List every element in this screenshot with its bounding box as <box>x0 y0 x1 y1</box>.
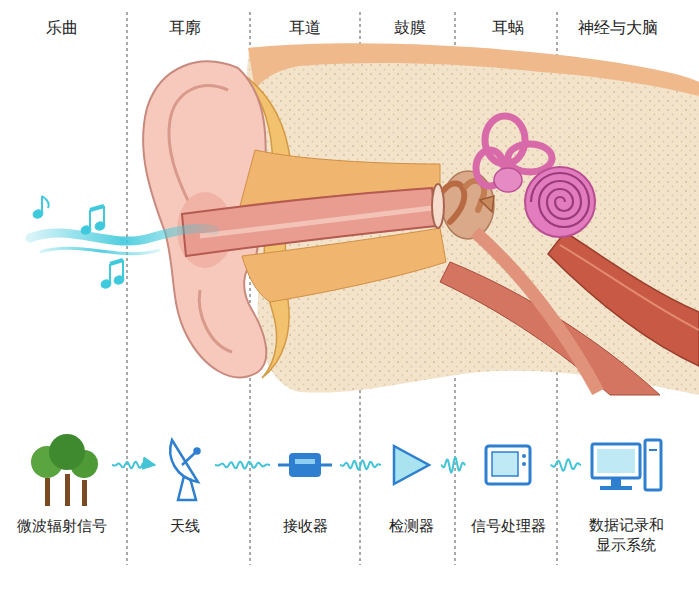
signal-wave <box>551 459 582 470</box>
note-stem <box>122 260 124 279</box>
computer-icon <box>592 440 661 490</box>
detector-triangle <box>394 446 429 484</box>
note-flag <box>42 196 49 208</box>
signal-stage-node: 信号处理器 <box>468 428 549 537</box>
note-beam <box>90 206 104 210</box>
helix-fold <box>169 86 228 205</box>
antenna-stand <box>178 476 196 500</box>
note-stem <box>41 196 43 213</box>
computer-stand <box>611 478 621 486</box>
tree-trunk <box>82 480 87 506</box>
signal-wave <box>441 457 466 472</box>
column-heading: 神经与大脑 <box>578 18 658 37</box>
signal-stage-node: 微波辐射信号 <box>14 428 110 537</box>
receiver-icon <box>278 453 332 477</box>
skin-layer <box>248 43 699 96</box>
signal-stage-node: 接收器 <box>272 428 338 537</box>
column-heading: 耳道 <box>289 18 321 37</box>
stage-label: 数据记录和显示系统 <box>586 516 666 555</box>
antenna-dish <box>170 440 198 482</box>
column-heading: 乐曲 <box>46 18 78 37</box>
detector-icon <box>394 446 429 484</box>
signal-stage-node: 天线 <box>157 428 213 537</box>
canal-highlight <box>200 208 432 236</box>
processor-case <box>486 446 530 484</box>
ear-canal <box>182 188 436 256</box>
processor-screen <box>492 452 518 476</box>
signal-wave <box>340 460 381 469</box>
tower-slot <box>649 449 657 451</box>
auditory-nerve <box>548 232 699 366</box>
nerve-fiber <box>560 245 699 330</box>
note-beam <box>110 260 123 264</box>
sound-swoosh <box>40 248 160 253</box>
stage-label: 信号处理器 <box>471 517 546 537</box>
computer-monitor <box>592 444 640 478</box>
lobe-fold <box>199 290 232 352</box>
antenna-icon <box>170 440 199 500</box>
trees-icon <box>31 434 98 506</box>
signal-stage-node: 检测器 <box>383 428 439 537</box>
signal-stage-node: 数据记录和显示系统 <box>583 428 669 555</box>
processor-knob <box>522 462 526 466</box>
stage-label: 接收器 <box>283 517 328 537</box>
note-stem <box>103 206 105 225</box>
processor-knob <box>522 454 526 458</box>
antenna-feed <box>182 452 196 465</box>
stapes <box>480 196 494 212</box>
sound-swoosh <box>30 228 215 241</box>
antenna-tip <box>195 449 200 454</box>
computer-tower <box>645 440 661 490</box>
computer-screen <box>597 449 635 473</box>
signal-wave <box>112 462 155 468</box>
stage-label: 天线 <box>170 517 200 537</box>
tree-trunk <box>65 474 70 506</box>
canal-loop <box>508 144 552 172</box>
tree-trunk <box>45 478 50 506</box>
column-heading: 耳廓 <box>169 18 201 37</box>
processor-icon <box>486 446 530 484</box>
signal-wave <box>215 461 270 468</box>
receiver-panel <box>295 459 315 464</box>
cochlea <box>525 167 595 237</box>
stage-label: 微波辐射信号 <box>17 517 107 537</box>
middle-ear <box>442 171 494 239</box>
malleus <box>444 183 464 222</box>
dashed-separator <box>127 12 128 565</box>
computer-base <box>600 486 632 490</box>
vestibule <box>494 168 522 192</box>
column-heading: 鼓膜 <box>394 18 426 37</box>
receiver-body <box>289 453 321 477</box>
tree-crown <box>49 434 85 470</box>
note-stem <box>89 210 91 229</box>
stage-label: 检测器 <box>389 517 434 537</box>
column-heading: 耳蜗 <box>492 18 524 37</box>
note-stem <box>109 264 111 283</box>
cochlea-spiral <box>531 173 589 227</box>
music-notes <box>32 196 125 289</box>
